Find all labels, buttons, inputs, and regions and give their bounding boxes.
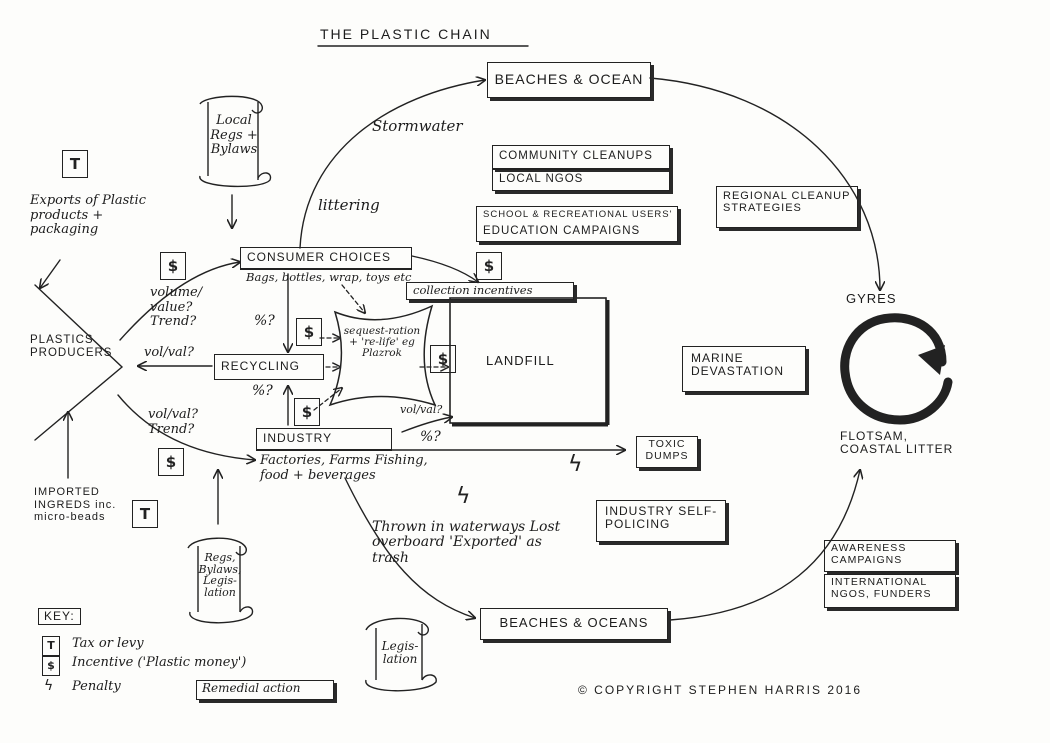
- stormwater-arrow: [299, 80, 485, 249]
- awareness-campaigns-label: AWARENESS CAMPAIGNS: [831, 542, 907, 566]
- producers-to-industry-arrow: [117, 394, 255, 460]
- international-ngos-label: INTERNATIONAL NGOS, FUNDERS: [831, 576, 932, 600]
- collection-incentives-box: collection incentives: [406, 282, 574, 300]
- page-title: THE PLASTIC CHAIN: [320, 26, 492, 42]
- key-incentive-icon: $: [42, 656, 60, 676]
- key-penalty-label: Penalty: [72, 679, 121, 694]
- tax-symbol-imported-icon: T: [132, 500, 158, 528]
- littering-label: littering: [318, 196, 380, 214]
- marine-devastation-label: MARINE DEVASTATION: [691, 351, 785, 379]
- vol-val-trend-industry-label: vol/val? Trend?: [148, 407, 198, 437]
- scroll-outlines: [187, 95, 437, 692]
- school-users-label: SCHOOL & RECREATIONAL USERS': [483, 209, 673, 220]
- industry-self-policing-label: INDUSTRY SELF-POLICING: [605, 504, 718, 532]
- beaches-to-flotsam-arrow: [669, 470, 860, 621]
- beaches-ocean-top-label: BEACHES & OCEAN: [494, 71, 644, 87]
- plastics-producers-label: PLASTICS PRODUCERS: [30, 334, 113, 359]
- gyres-label: GYRES: [846, 291, 897, 306]
- penalty-bolt-toxic-icon: ϟ: [568, 452, 583, 477]
- industry-to-beaches-arrow: [344, 477, 475, 618]
- pct-industry-label: %?: [420, 429, 441, 445]
- industry-label: INDUSTRY: [263, 431, 333, 445]
- incentive-symbol-consumer: $: [160, 252, 186, 280]
- regional-cleanup-label: REGIONAL CLEANUP STRATEGIES: [723, 190, 851, 215]
- international-ngos-box: INTERNATIONAL NGOS, FUNDERS: [824, 574, 956, 608]
- incentive-symbol-producers: $: [158, 448, 184, 476]
- incentive-symbol-collection: $: [476, 252, 502, 280]
- community-cleanups-label: COMMUNITY CLEANUPS: [499, 150, 653, 162]
- industry-to-sequestration-dashed: [313, 388, 342, 411]
- key-remedial-label: Remedial action: [202, 681, 301, 695]
- education-campaigns-box: SCHOOL & RECREATIONAL USERS' EDUCATION C…: [476, 206, 678, 242]
- tax-symbol-icon: T: [62, 150, 88, 178]
- vol-val-landfill-label: vol/val?: [400, 403, 443, 416]
- recycling-box: RECYCLING: [214, 354, 324, 380]
- marine-devastation-box: MARINE DEVASTATION: [682, 346, 806, 392]
- volume-value-trend-label: volume/ value? Trend?: [150, 285, 203, 330]
- penalty-bolt-waterways-icon: ϟ: [456, 484, 471, 509]
- awareness-campaigns-box: AWARENESS CAMPAIGNS: [824, 540, 956, 572]
- beaches-to-gyres-arrow: [649, 77, 880, 290]
- recycling-label: RECYCLING: [221, 359, 301, 373]
- local-ngos-box: LOCAL NGOS: [492, 169, 670, 191]
- producers-to-consumer-arrow: [119, 262, 240, 341]
- landfill-box: [449, 297, 607, 424]
- consumer-choices-label: CONSUMER CHOICES: [247, 250, 392, 264]
- industry-self-policing-box: INDUSTRY SELF-POLICING: [596, 500, 726, 542]
- copyright-label: © COPYRIGHT STEPHEN HARRIS 2016: [578, 683, 863, 697]
- vol-val-recycling-label: vol/val?: [144, 345, 194, 360]
- sequestration-label: sequest-ration + 're-life' eg Plazrok: [343, 325, 421, 360]
- key-incentive-label: Incentive ('Plastic money'): [72, 655, 247, 670]
- producers-chevron: [34, 284, 124, 441]
- landfill-label: LANDFILL: [486, 353, 555, 368]
- toxic-dumps-box: TOXIC DUMPS: [636, 436, 698, 468]
- toxic-dumps-label: TOXIC DUMPS: [645, 438, 689, 462]
- industry-to-landfill-arrow: [401, 417, 452, 433]
- key-tax-label: Tax or levy: [72, 636, 144, 651]
- exports-label: Exports of Plastic products + packaging: [30, 193, 146, 238]
- pct-mid-label: %?: [252, 383, 273, 399]
- thrown-label: Thrown in waterways Lost overboard 'Expo…: [372, 519, 561, 566]
- incentive-symbol-landfill: $: [430, 345, 456, 373]
- incentive-symbol-industry: $: [294, 398, 320, 426]
- beaches-oceans-bottom-box: BEACHES & OCEANS: [480, 608, 668, 640]
- key-tax-icon: T: [42, 636, 60, 656]
- collection-incentives-label: collection incentives: [413, 283, 533, 297]
- consumer-choices-sub: Bags, bottles, wrap, toys etc: [246, 270, 412, 284]
- pct-top-label: %?: [254, 313, 275, 329]
- key-remedial-box: Remedial action: [196, 680, 334, 700]
- beaches-oceans-bottom-label: BEACHES & OCEANS: [499, 615, 649, 630]
- key-penalty-icon: ϟ: [44, 678, 54, 694]
- community-cleanups-box: COMMUNITY CLEANUPS: [492, 145, 670, 169]
- local-ngos-label: LOCAL NGOS: [499, 173, 584, 185]
- industry-sub-label: Factories, Farms Fishing, food + beverag…: [260, 453, 428, 483]
- stormwater-label: Stormwater: [372, 117, 463, 135]
- scroll-local-regs-label: Local Regs + Bylaws: [210, 113, 258, 158]
- flotsam-label: FLOTSAM, COASTAL LITTER: [840, 429, 954, 457]
- consumer-choices-box: CONSUMER CHOICES: [240, 247, 412, 270]
- education-campaigns-label: EDUCATION CAMPAIGNS: [483, 225, 641, 237]
- beaches-ocean-top-box: BEACHES & OCEAN: [487, 62, 651, 98]
- industry-box: INDUSTRY: [256, 428, 392, 451]
- scroll-legislation-label: Legis-lation: [381, 639, 419, 666]
- consumer-to-sequestration-dashed: [341, 284, 365, 313]
- gyre-spiral-icon: [840, 313, 953, 425]
- exports-arrow: [40, 259, 61, 288]
- key-title: KEY:: [38, 608, 81, 626]
- sequestration-star-shape: [328, 304, 437, 407]
- regional-cleanup-box: REGIONAL CLEANUP STRATEGIES: [716, 186, 858, 228]
- scroll-regs-legislation-label: Regs, Bylaws, Legis-lation: [198, 551, 242, 599]
- consumer-to-collection-arrow: [411, 255, 478, 282]
- imported-label: IMPORTED INGREDS inc. micro-beads: [34, 486, 117, 524]
- incentive-symbol-recycling: $: [296, 318, 322, 346]
